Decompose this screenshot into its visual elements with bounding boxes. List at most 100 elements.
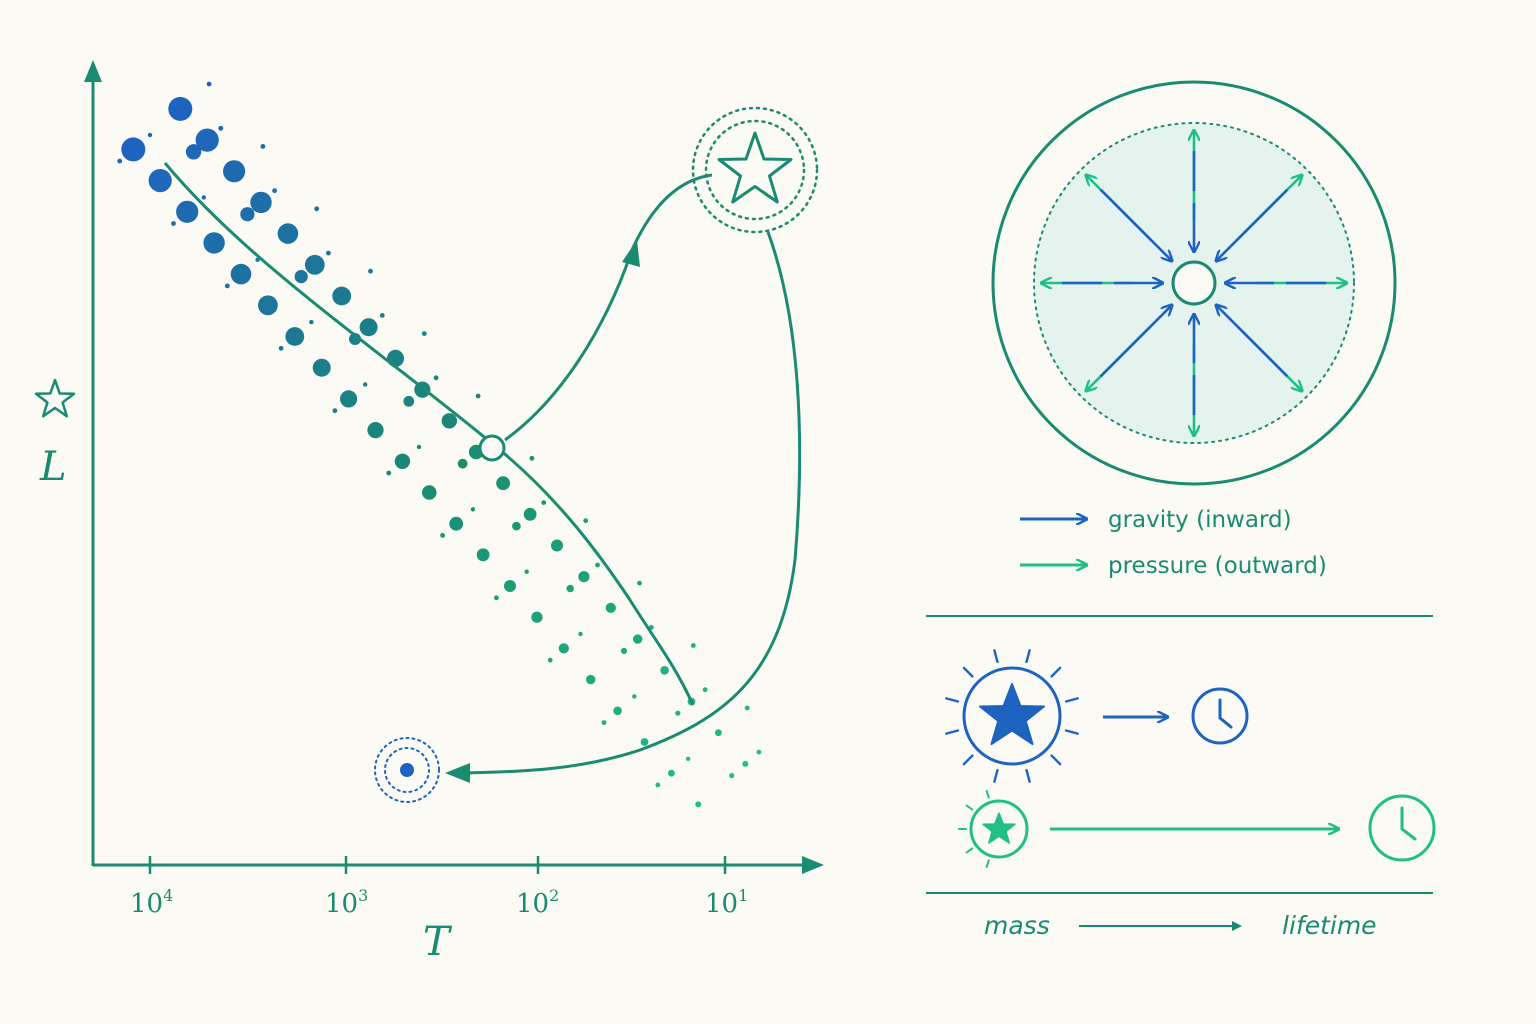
main-sequence-dot xyxy=(729,773,735,779)
main-sequence-dot xyxy=(476,548,490,562)
main-sequence-dot xyxy=(529,455,535,461)
x-tick-label: 103 xyxy=(325,886,368,919)
main-sequence-dot xyxy=(368,268,373,274)
main-sequence-dot xyxy=(203,232,225,254)
sun-rays xyxy=(945,649,1079,783)
main-sequence-dot xyxy=(147,132,153,138)
main-sequence-dot xyxy=(359,318,378,337)
main-sequence-dots xyxy=(117,81,762,808)
main-sequence-dot xyxy=(277,223,299,244)
main-sequence-dot xyxy=(278,345,284,351)
main-sequence-dot xyxy=(605,602,616,614)
main-sequence-dot xyxy=(386,349,405,367)
sun-ray xyxy=(945,729,960,735)
small-star-rays xyxy=(958,790,990,868)
main-sequence-dot xyxy=(416,444,422,450)
main-sequence-dot xyxy=(578,571,590,583)
main-sequence-dot xyxy=(332,286,352,306)
mass-label: mass xyxy=(984,911,1050,940)
sun-ray xyxy=(962,754,974,766)
main-sequence-dot xyxy=(386,470,392,476)
main-sequence-dot xyxy=(148,169,172,193)
main-sequence-dot xyxy=(171,221,176,226)
main-sequence-dot xyxy=(403,395,415,407)
lifetime-label: lifetime xyxy=(1282,911,1377,940)
remnant-ring-inner xyxy=(384,747,430,793)
main-sequence-dot xyxy=(523,507,537,521)
main-sequence-dot xyxy=(541,500,547,505)
main-sequence-dot xyxy=(440,533,445,538)
giant-star xyxy=(691,106,819,234)
star-outline-icon xyxy=(717,131,793,204)
main-sequence-dot xyxy=(285,327,305,346)
star-filled-sun-icon xyxy=(945,649,1079,783)
sun-ray xyxy=(1025,768,1031,783)
main-sequence-dot xyxy=(640,738,649,746)
main-sequence-dot xyxy=(240,207,255,222)
main-sequence-dot xyxy=(223,160,246,183)
mass-lifetime-panel: mass lifetime xyxy=(926,649,1436,940)
main-sequence-dot xyxy=(595,562,600,568)
sun-ray xyxy=(1064,697,1079,703)
main-sequence-dot xyxy=(566,584,574,593)
x-axis-label: T xyxy=(423,919,453,965)
main-sequence-dot xyxy=(117,158,123,164)
main-sequence-dot xyxy=(702,687,708,693)
sun-ray xyxy=(993,768,999,783)
open-circle-marker xyxy=(478,434,506,462)
gravity-arrow xyxy=(1099,306,1172,378)
main-sequence-dot xyxy=(695,801,702,808)
small-star-shape xyxy=(982,812,1016,844)
force-arrows xyxy=(1042,131,1346,435)
x-ticks xyxy=(148,856,727,874)
main-sequence-dot xyxy=(668,769,675,777)
x-tick-label: 102 xyxy=(516,886,559,919)
main-sequence-dot xyxy=(613,706,622,716)
main-sequence-dot xyxy=(470,507,476,512)
main-sequence-dot xyxy=(185,144,202,160)
x-tick-label: 104 xyxy=(130,886,173,919)
main-sequence-dot xyxy=(531,611,543,623)
main-sequence-dot xyxy=(756,749,762,755)
gravity-legend-label: gravity (inward) xyxy=(1108,507,1292,533)
main-sequence-dot xyxy=(475,393,481,399)
main-sequence-dot xyxy=(744,705,750,711)
main-sequence-dot xyxy=(422,485,437,500)
y-axis-label: L xyxy=(39,444,67,490)
main-sequence-dot xyxy=(195,128,219,152)
main-sequence-dot xyxy=(168,96,193,121)
x-tick-label: 101 xyxy=(705,886,748,919)
main-sequence-dot xyxy=(633,634,643,644)
main-sequence-dot xyxy=(690,643,696,648)
main-sequence-dot xyxy=(304,254,325,275)
main-sequence-dot xyxy=(524,569,529,574)
main-sequence-dot xyxy=(367,422,384,439)
main-sequence-curve xyxy=(163,162,695,706)
main-sequence-dot xyxy=(632,694,637,699)
gravity-arrow xyxy=(1217,306,1289,378)
main-sequence-dot xyxy=(201,195,206,200)
main-sequence-dot xyxy=(176,200,199,223)
main-sequence-dot xyxy=(272,188,277,194)
small-star-ray xyxy=(985,859,990,868)
main-sequence-dot xyxy=(260,144,266,149)
main-sequence-dot xyxy=(742,760,749,767)
main-sequence-dot xyxy=(379,313,385,318)
main-sequence-dot xyxy=(326,250,331,256)
main-sequence-dot xyxy=(494,595,499,601)
massive-star-shape xyxy=(979,683,1045,745)
main-sequence-dot xyxy=(312,358,331,377)
main-sequence-dot xyxy=(583,518,589,524)
main-sequence-dot xyxy=(504,580,516,592)
main-sequence-dot xyxy=(421,331,427,336)
main-sequence-dot xyxy=(496,476,510,491)
gravity-arrow xyxy=(1217,188,1289,261)
main-sequence-dot xyxy=(332,408,338,414)
evolution-path-to-giant xyxy=(504,173,713,442)
force-legend: gravity (inward) pressure (outward) xyxy=(1020,507,1327,579)
core-circle xyxy=(1171,260,1217,306)
main-sequence-dot xyxy=(547,657,553,663)
giant-halo-inner xyxy=(704,119,806,221)
path-arrowhead xyxy=(622,240,640,267)
